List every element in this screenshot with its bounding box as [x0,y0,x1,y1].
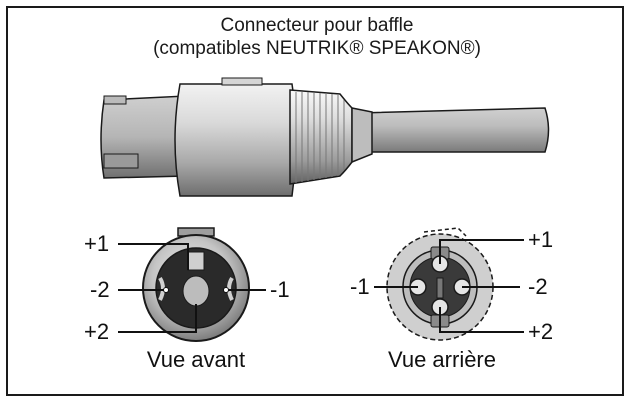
rear-label-minus1: -1 [350,274,370,299]
rear-label-plus2: +2 [528,319,554,344]
front-view-caption: Vue avant [146,347,246,372]
rear-view-caption: Vue arrière [387,347,496,372]
connector-side-view [100,77,550,197]
rear-label-minus2: -2 [528,274,548,299]
diagram-title: Connecteur pour baffle [220,15,414,36]
front-label-plus2: +2 [84,319,110,344]
front-label-plus1: +1 [84,231,110,256]
front-view-drawing [118,227,266,342]
rear-label-plus1: +1 [528,227,554,252]
front-label-minus2: -2 [90,277,110,302]
diagram-subtitle: (compatibles NEUTRIK® SPEAKON®) [153,38,481,59]
rear-view-drawing [374,227,524,341]
front-label-minus1: -1 [270,277,290,302]
